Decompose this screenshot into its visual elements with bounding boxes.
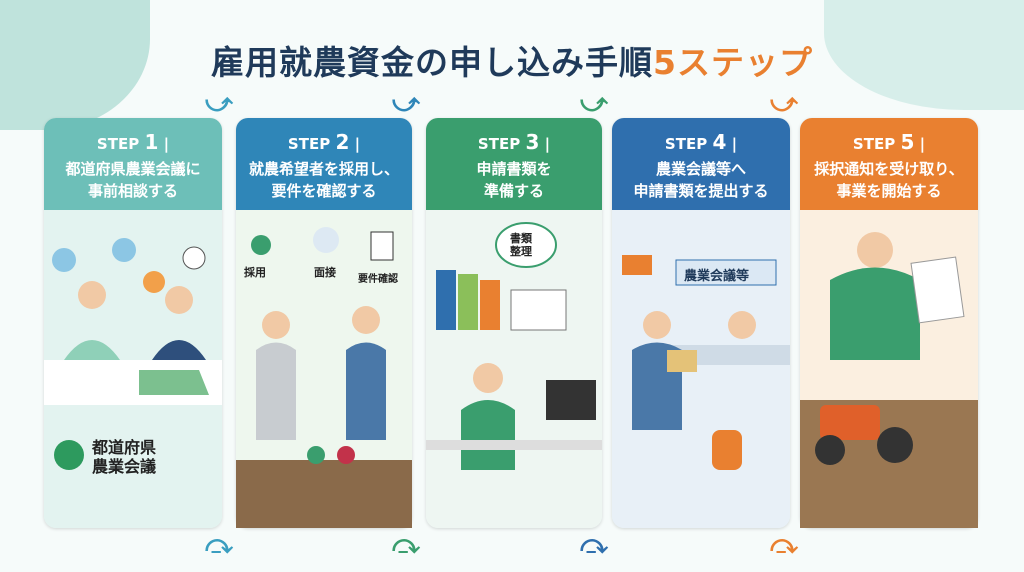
tag-interview: 面接 <box>314 266 336 279</box>
flow-arrow-icon: ⤻ <box>580 88 608 118</box>
step-1-header: STEP 1 | 都道府県農業会議に事前相談する <box>44 118 222 210</box>
tag-hiring: 採用 <box>244 266 266 279</box>
step-5-header: STEP 5 | 採択通知を受け取り、事業を開始する <box>800 118 978 210</box>
step-5-panel: STEP 5 | 採択通知を受け取り、事業を開始する <box>800 118 978 528</box>
step-3-header: STEP 3 | 申請書類を準備する <box>426 118 602 210</box>
flow-arrow-icon: ⤻ <box>205 88 233 118</box>
step-2-panel: STEP 2 | 就農希望者を採用し、要件を確認する 採用 面接 要件確認 <box>236 118 412 528</box>
flow-arrow-icon: ⤻ <box>770 88 798 118</box>
step-3-panel: STEP 3 | 申請書類を準備する 書類整理 <box>426 118 602 528</box>
flow-arrow-icon: ⤼ <box>580 530 608 560</box>
page-title: 雇用就農資金の申し込み手順5ステップ <box>211 43 813 82</box>
step-2-header: STEP 2 | 就農希望者を採用し、要件を確認する <box>236 118 412 210</box>
step-1-panel: STEP 1 | 都道府県農業会議に事前相談する 都道府県農業会議 <box>44 118 222 528</box>
step-4-header: STEP 4 | 農業会議等へ申請書類を提出する <box>612 118 790 210</box>
documents-illustration: 書類整理 <box>426 210 602 528</box>
step-4-panel: STEP 4 | 農業会議等へ申請書類を提出する 農業会議等 <box>612 118 790 528</box>
submission-illustration: 農業会議等 <box>612 210 790 528</box>
flow-arrow-icon: ⤼ <box>205 530 233 560</box>
flow-arrow-icon: ⤼ <box>392 530 420 560</box>
tag-requirements: 要件確認 <box>358 274 398 285</box>
start-business-illustration <box>800 210 978 528</box>
flow-arrow-icon: ⤻ <box>392 88 420 118</box>
organize-bubble: 書類整理 <box>510 232 532 258</box>
org-name: 都道府県農業会議 <box>92 438 157 476</box>
agency-sign: 農業会議等 <box>684 269 750 284</box>
hiring-illustration: 採用 面接 要件確認 <box>236 210 412 528</box>
consultation-illustration: 都道府県農業会議 <box>44 210 222 528</box>
flow-arrow-icon: ⤼ <box>770 530 798 560</box>
